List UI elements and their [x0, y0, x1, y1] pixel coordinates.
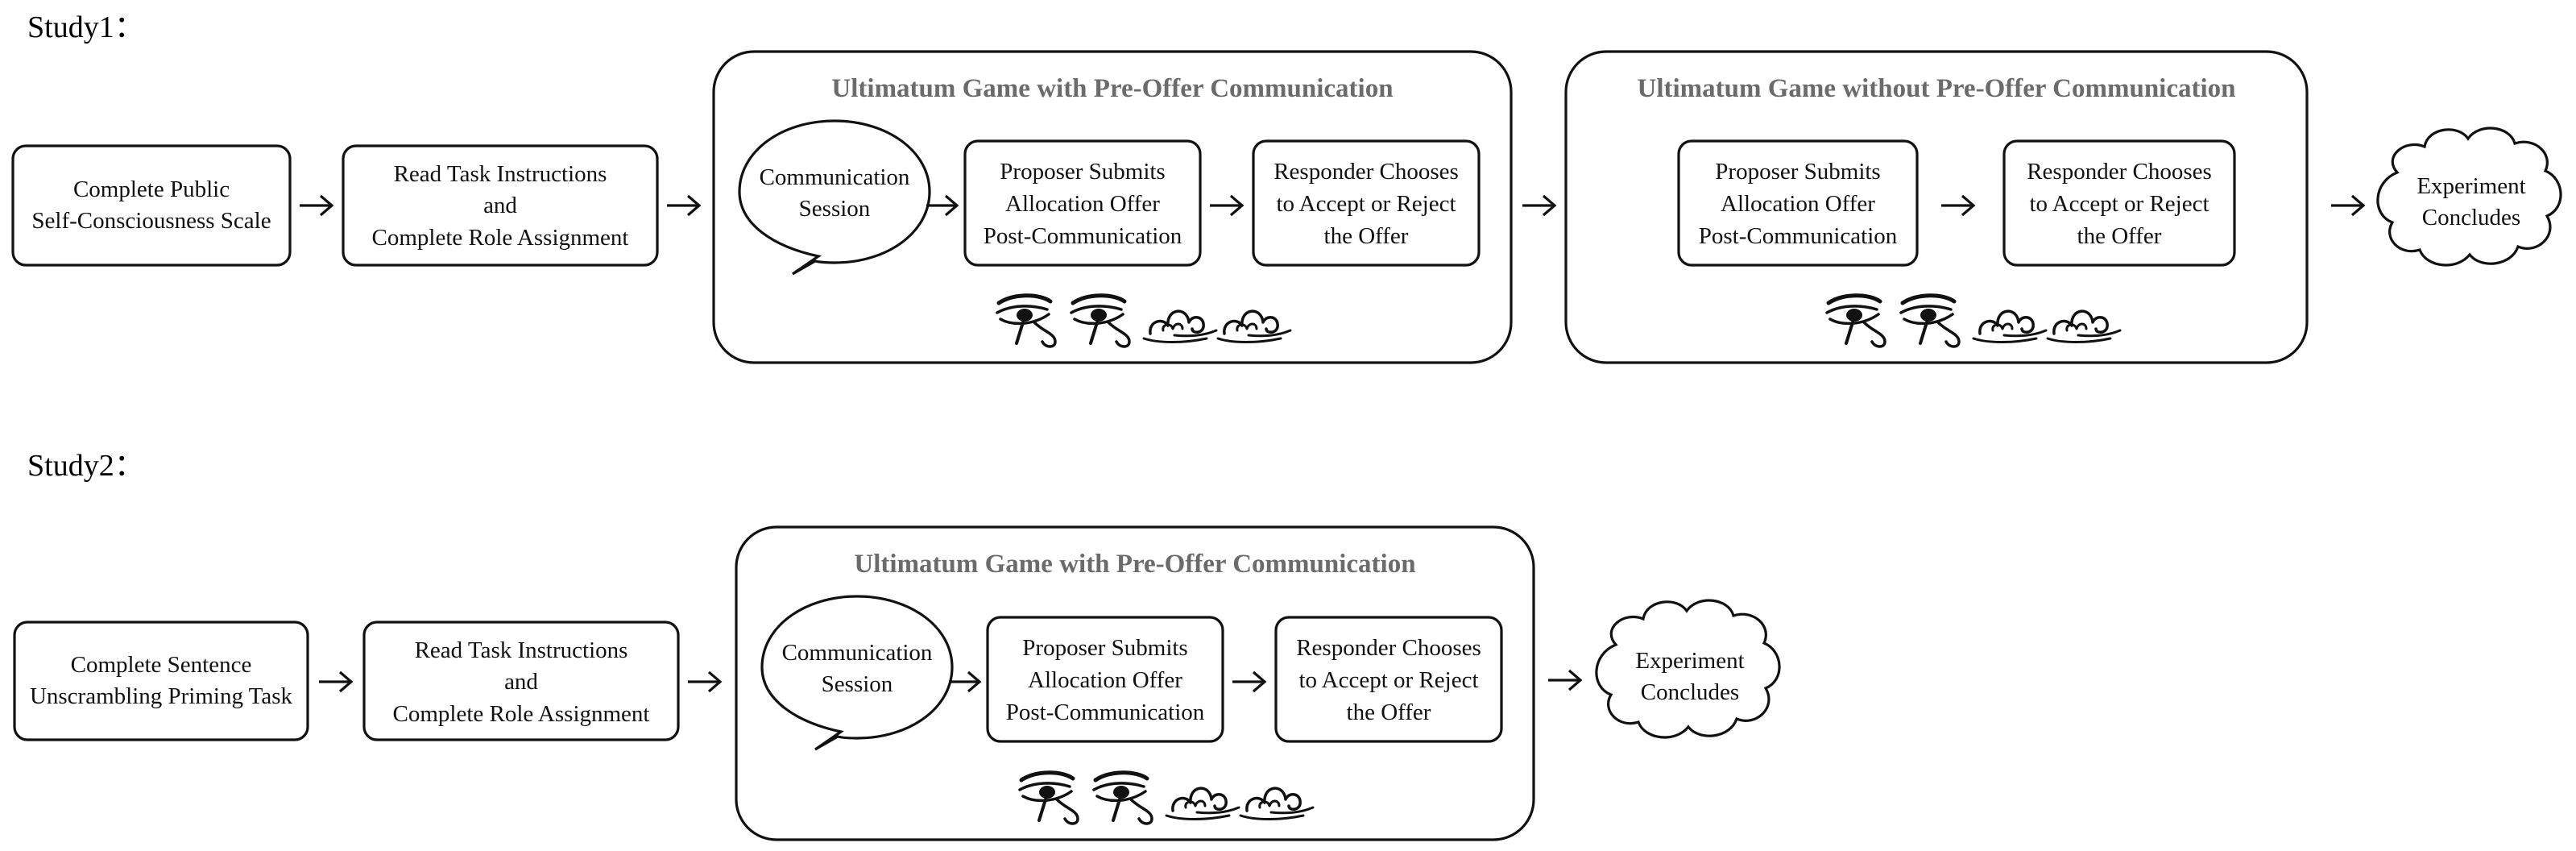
- arrow-7: [2331, 194, 2366, 217]
- end-line2: Concludes: [1641, 679, 1739, 705]
- instructions-box: Read Task Instructions and Complete Role…: [342, 144, 659, 267]
- proposer-line1: Proposer Submits: [1000, 159, 1165, 185]
- responder-line1: Responder Chooses: [2027, 159, 2212, 185]
- communication-line2: Session: [822, 671, 893, 697]
- group-with-communication: Ultimatum Game with Pre-Offer Communicat…: [712, 50, 1513, 364]
- arrow-1: [300, 194, 334, 217]
- study2-label: Study2：: [27, 449, 145, 483]
- proposer-line3: Post-Communication: [1699, 223, 1898, 249]
- proposer-box: Proposer Submits Allocation Offer Post-C…: [986, 616, 1224, 743]
- end-line2: Concludes: [2422, 205, 2520, 230]
- responder-line2: to Accept or Reject: [2029, 191, 2209, 217]
- responder-line3: the Offer: [2077, 223, 2162, 249]
- responder-line3: the Offer: [1347, 699, 1431, 725]
- arrow-6: [1941, 194, 1976, 217]
- priming-line1: Complete Sentence: [71, 652, 252, 678]
- experiment-concludes-cloud: Experiment Concludes: [1595, 599, 1781, 739]
- instructions-box: Read Task Instructions and Complete Role…: [362, 621, 680, 741]
- group-without-communication: Ultimatum Game without Pre-Offer Communi…: [1564, 50, 2309, 364]
- responder-line2: to Accept or Reject: [1298, 667, 1478, 693]
- communication-bubble: Communication Session: [738, 119, 931, 276]
- communication-line1: Communication: [782, 640, 933, 666]
- scale-box-line2: Self-Consciousness Scale: [31, 208, 271, 234]
- instructions-line1: Read Task Instructions: [415, 637, 628, 663]
- proposer-line3: Post-Communication: [984, 223, 1182, 249]
- communication-bubble: Communication Session: [760, 595, 954, 751]
- arrow-11: [1232, 670, 1267, 693]
- instructions-line1: Read Task Instructions: [394, 161, 607, 187]
- communication-line1: Communication: [760, 164, 910, 190]
- responder-line1: Responder Chooses: [1296, 635, 1481, 661]
- instructions-line2: and: [504, 669, 538, 695]
- responder-box: Responder Chooses to Accept or Reject th…: [1252, 139, 1481, 267]
- instructions-line3: Complete Role Assignment: [393, 701, 650, 727]
- responder-line1: Responder Chooses: [1274, 159, 1459, 185]
- proposer-box: Proposer Submits Allocation Offer Post-C…: [963, 139, 1202, 267]
- responder-line3: the Offer: [1324, 223, 1409, 249]
- group-with-communication: Ultimatum Game with Pre-Offer Communicat…: [735, 525, 1535, 841]
- end-line1: Experiment: [1635, 648, 1744, 674]
- arrow-2: [667, 194, 702, 217]
- proposer-line2: Allocation Offer: [1005, 191, 1160, 217]
- proposer-line2: Allocation Offer: [1028, 667, 1182, 693]
- scale-box-line1: Complete Public: [73, 176, 230, 202]
- arrow-8: [319, 670, 354, 693]
- arrow-3: [926, 194, 959, 217]
- arrow-5: [1522, 194, 1557, 217]
- arrow-10: [949, 670, 982, 693]
- scale-box: Complete Public Self-Consciousness Scale: [11, 144, 292, 267]
- priming-box: Complete Sentence Unscrambling Priming T…: [13, 621, 309, 741]
- group-without-title: Ultimatum Game without Pre-Offer Communi…: [1638, 74, 2236, 103]
- communication-line2: Session: [799, 196, 871, 222]
- priming-line2: Unscrambling Priming Task: [30, 683, 293, 709]
- instructions-line2: and: [483, 193, 517, 218]
- responder-box: Responder Chooses to Accept or Reject th…: [2002, 139, 2236, 267]
- proposer-line3: Post-Communication: [1006, 699, 1205, 725]
- arrow-12: [1548, 669, 1583, 691]
- responder-box: Responder Chooses to Accept or Reject th…: [1274, 616, 1503, 743]
- proposer-box: Proposer Submits Allocation Offer Post-C…: [1677, 139, 1919, 267]
- group-with-title: Ultimatum Game with Pre-Offer Communicat…: [854, 550, 1415, 579]
- arrow-4: [1210, 194, 1245, 217]
- proposer-line1: Proposer Submits: [1715, 159, 1880, 185]
- responder-line2: to Accept or Reject: [1276, 191, 1456, 217]
- end-line1: Experiment: [2417, 173, 2525, 199]
- proposer-line1: Proposer Submits: [1022, 635, 1187, 661]
- proposer-line2: Allocation Offer: [1721, 191, 1875, 217]
- group-with-title: Ultimatum Game with Pre-Offer Communicat…: [831, 74, 1393, 103]
- experiment-concludes-cloud: Experiment Concludes: [2376, 127, 2562, 267]
- instructions-line3: Complete Role Assignment: [372, 225, 629, 251]
- study1-label: Study1：: [27, 10, 145, 44]
- arrow-9: [688, 670, 723, 693]
